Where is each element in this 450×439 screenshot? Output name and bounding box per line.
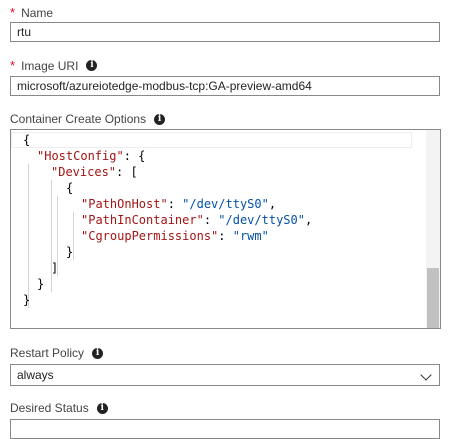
name-field[interactable]: rtu bbox=[10, 22, 440, 42]
code-line-1: { bbox=[23, 133, 31, 147]
chevron-down-icon[interactable] bbox=[420, 369, 432, 381]
info-icon[interactable]: i bbox=[86, 60, 98, 71]
restart-policy-label-text: Restart Policy bbox=[10, 346, 85, 360]
indent-guide bbox=[28, 164, 29, 308]
indent-guide bbox=[51, 180, 52, 292]
editor-scrollbar[interactable] bbox=[426, 130, 440, 328]
code-line-6: "PathInContainer": "/dev/ttyS0", bbox=[81, 213, 313, 227]
container-create-options-label-text: Container Create Options bbox=[10, 112, 147, 126]
required-asterisk: * bbox=[10, 58, 16, 73]
code-line-7: "CgroupPermissions": "rwm" bbox=[81, 229, 269, 243]
image-uri-label-text: Image URI bbox=[21, 58, 79, 73]
name-label-text: Name bbox=[21, 5, 54, 20]
info-icon[interactable]: i bbox=[154, 113, 166, 125]
indent-guide bbox=[57, 196, 58, 276]
container-create-options-editor[interactable]: { "HostConfig": { "Devices": [ { "PathOn… bbox=[10, 129, 441, 329]
info-icon[interactable]: i bbox=[96, 402, 108, 414]
desired-status-select[interactable] bbox=[10, 419, 440, 439]
container-create-options-label: Container Create Options i bbox=[10, 112, 166, 126]
current-line-highlight bbox=[11, 132, 412, 148]
code-line-8: } bbox=[66, 245, 74, 259]
info-icon[interactable]: i bbox=[92, 347, 104, 359]
restart-policy-select[interactable]: always bbox=[10, 364, 440, 386]
code-area[interactable]: { "HostConfig": { "Devices": [ { "PathOn… bbox=[11, 130, 426, 328]
code-line-3: "Devices": [ bbox=[51, 165, 138, 179]
restart-policy-value: always bbox=[17, 368, 54, 382]
code-line-10: } bbox=[37, 277, 45, 291]
image-uri-value: microsoft/azureiotedge-modbus-tcp:GA-pre… bbox=[17, 79, 312, 93]
image-uri-field[interactable]: microsoft/azureiotedge-modbus-tcp:GA-pre… bbox=[10, 76, 440, 96]
restart-policy-label: Restart Policy i bbox=[10, 346, 104, 360]
desired-status-label: Desired Status i bbox=[10, 401, 108, 415]
code-line-2: "HostConfig": { bbox=[37, 149, 146, 163]
scrollbar-thumb[interactable] bbox=[427, 268, 439, 328]
name-label: * Name bbox=[10, 5, 53, 20]
code-line-4: { bbox=[66, 181, 74, 195]
desired-status-label-text: Desired Status bbox=[10, 401, 89, 415]
indent-guide bbox=[73, 212, 74, 260]
image-uri-label: * Image URI i bbox=[10, 58, 98, 73]
code-line-5: "PathOnHost": "/dev/ttyS0", bbox=[81, 197, 277, 211]
name-value: rtu bbox=[17, 25, 32, 39]
code-line-9: ] bbox=[51, 261, 59, 275]
code-line-11: } bbox=[23, 293, 31, 307]
required-asterisk: * bbox=[10, 5, 16, 20]
